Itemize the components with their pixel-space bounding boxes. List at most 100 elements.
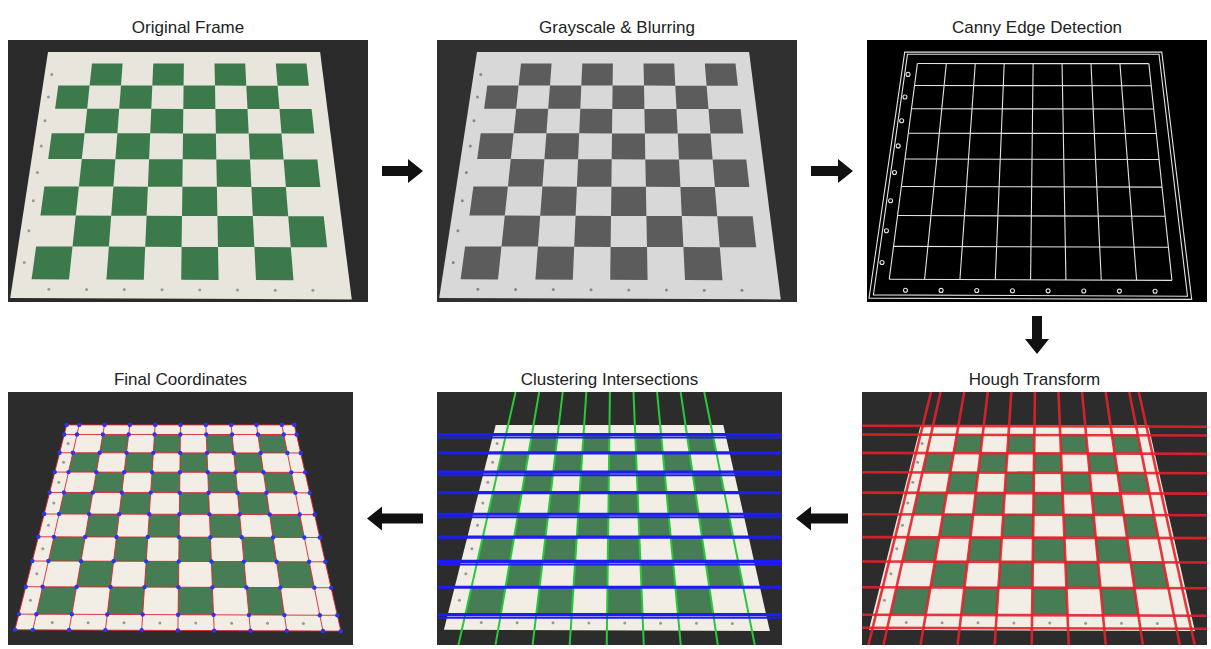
- intersection-dot: [36, 535, 40, 539]
- board-square: [238, 493, 270, 515]
- board-square: [206, 435, 234, 453]
- intersection-dot: [303, 470, 307, 474]
- board-square: [612, 133, 646, 159]
- intersection-dot: [271, 535, 275, 539]
- board-border: [15, 425, 341, 631]
- edge-mark: [900, 119, 904, 123]
- intersection-dot: [53, 470, 57, 474]
- board-square: [276, 64, 309, 86]
- board-graphic: [15, 425, 341, 631]
- board-mark: [158, 621, 161, 624]
- board-square: [607, 587, 642, 615]
- board-graphic: [452, 73, 744, 292]
- board-mark: [476, 95, 479, 98]
- horizontal-cluster-line: [437, 613, 782, 616]
- board-square: [705, 64, 738, 86]
- board-photo: [862, 392, 1207, 645]
- board-mark: [941, 621, 944, 624]
- board-square: [461, 246, 502, 279]
- intersection-dot: [111, 559, 115, 563]
- board-square: [968, 537, 1002, 561]
- board-square: [644, 64, 676, 86]
- board-mark: [491, 461, 494, 464]
- board-mark: [47, 95, 50, 98]
- edge-line: [889, 279, 1172, 280]
- board-square: [106, 247, 145, 280]
- board-mark: [976, 621, 979, 624]
- panel-title: Hough Transform: [862, 368, 1207, 392]
- intersection-dot: [177, 490, 181, 494]
- horizontal-cluster-line: [437, 491, 782, 494]
- vertical-cluster-line: [533, 392, 563, 645]
- photo-background: [8, 40, 368, 302]
- board-square: [179, 537, 212, 561]
- photo-background: [862, 392, 1207, 645]
- board-mark: [87, 621, 90, 624]
- board-mark: [274, 289, 277, 292]
- intersection-dot: [146, 535, 150, 539]
- board-square: [215, 64, 247, 86]
- intersection-dot: [239, 535, 243, 539]
- hough-line: [958, 392, 988, 645]
- board-square: [288, 216, 327, 247]
- intersection-dot: [335, 613, 339, 617]
- board-square: [675, 587, 713, 615]
- edge-mark: [1082, 289, 1086, 293]
- board-mark: [230, 622, 233, 625]
- board-mark: [665, 289, 668, 292]
- board-mark: [627, 288, 630, 291]
- board-square: [59, 493, 93, 515]
- intersection-dot: [77, 423, 81, 427]
- board-mark: [27, 229, 30, 232]
- intersection-dot: [108, 585, 112, 589]
- board-mark: [456, 229, 459, 232]
- board-square: [1065, 562, 1100, 588]
- board-mark: [905, 621, 908, 624]
- board-mark: [695, 622, 698, 625]
- board-border: [10, 52, 352, 299]
- edge-mark: [880, 261, 884, 265]
- hough-line: [1129, 392, 1180, 645]
- intersection-dot: [102, 423, 106, 427]
- board-square: [484, 86, 518, 109]
- board-mark: [1012, 621, 1015, 624]
- board-square: [947, 472, 978, 493]
- board-square: [211, 562, 246, 588]
- intersection-dot: [210, 585, 214, 589]
- board-square: [678, 134, 713, 160]
- intersection-dot: [150, 470, 154, 474]
- board-mark: [32, 199, 35, 202]
- board-square: [544, 133, 579, 159]
- board-mark: [302, 622, 305, 625]
- image-panel: Hough Transform: [862, 368, 1207, 645]
- intersection-dot: [120, 490, 124, 494]
- board-square: [1096, 537, 1131, 561]
- board-square: [469, 186, 508, 215]
- horizontal-cluster-line: [437, 617, 782, 619]
- board-square: [680, 187, 717, 216]
- intersection-dot: [149, 490, 153, 494]
- edge-mark: [1046, 289, 1050, 293]
- panel-title: Clustering Intersections: [437, 368, 782, 392]
- intersection-dot: [124, 451, 128, 455]
- intersection-dot: [114, 535, 118, 539]
- board-square: [77, 561, 114, 587]
- board-mark: [516, 621, 519, 624]
- edge-mark: [906, 72, 910, 76]
- board-mark: [62, 461, 65, 464]
- intersection-dot: [285, 629, 289, 633]
- board-mark: [476, 288, 479, 291]
- grid-line: [69, 425, 104, 630]
- board-square: [277, 562, 315, 588]
- board-mark: [52, 502, 55, 505]
- panel-title: Canny Edge Detection: [867, 16, 1207, 40]
- board-square: [1032, 587, 1067, 615]
- edge-mark: [892, 171, 896, 175]
- intersection-dot: [206, 470, 210, 474]
- edge-line: [1149, 64, 1172, 281]
- board-square: [69, 453, 100, 472]
- intersection-dot: [152, 432, 156, 436]
- board-square: [579, 109, 612, 134]
- board-square: [85, 109, 120, 134]
- board-mark: [198, 288, 201, 291]
